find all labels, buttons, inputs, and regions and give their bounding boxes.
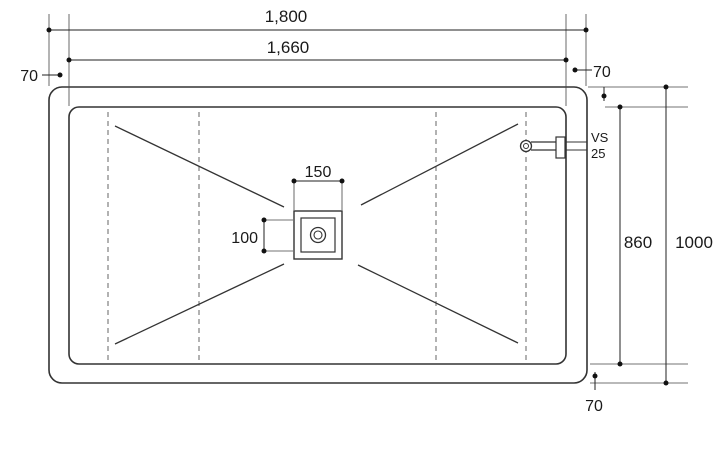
overflow-flange	[555, 136, 566, 159]
dimension-dot	[261, 248, 267, 254]
dimension-dot	[57, 72, 63, 78]
dimension-dot	[46, 27, 52, 33]
dimension-dot	[663, 84, 669, 90]
rim-left-label: 70	[20, 68, 38, 85]
slope-line-bottom-right	[357, 264, 519, 344]
dimension-dot	[583, 27, 589, 33]
dimension-dot	[572, 67, 578, 73]
dimension-dot	[617, 361, 623, 367]
inner-width-label: 860	[624, 233, 652, 252]
overall-length-label: 1,800	[265, 7, 308, 26]
drain	[293, 210, 343, 260]
dimension-dot	[66, 57, 72, 63]
inner-length-label: 1,660	[267, 38, 310, 57]
overall-width-label: 1000	[675, 233, 713, 252]
rim-right-top-label: 70	[593, 64, 611, 81]
drain-inner-ring	[313, 230, 323, 240]
slope-line-bottom-left	[114, 263, 285, 345]
fitting-label-size: 25	[591, 146, 605, 161]
dimension-dot	[339, 178, 345, 184]
dimension-dot	[617, 104, 623, 110]
drain-width-label: 150	[305, 164, 332, 181]
drain-height-label: 100	[231, 230, 258, 247]
dimension-dot	[261, 217, 267, 223]
dimension-dot	[592, 373, 598, 379]
tray-inner-outline	[68, 106, 567, 365]
dimension-dot	[291, 178, 297, 184]
overflow-outlet-inner-icon	[523, 143, 529, 149]
slope-line-top-right	[360, 123, 519, 206]
rim-right-bottom-label: 70	[585, 398, 603, 415]
dimension-dot	[663, 380, 669, 386]
slope-lines	[114, 123, 519, 345]
fitting-label-vs: VS	[591, 130, 609, 145]
dimension-dot	[563, 57, 569, 63]
tray-outer-outline	[48, 86, 588, 384]
overflow-fitting	[519, 136, 587, 159]
slope-line-top-left	[114, 125, 285, 208]
dimension-dot	[601, 93, 607, 99]
